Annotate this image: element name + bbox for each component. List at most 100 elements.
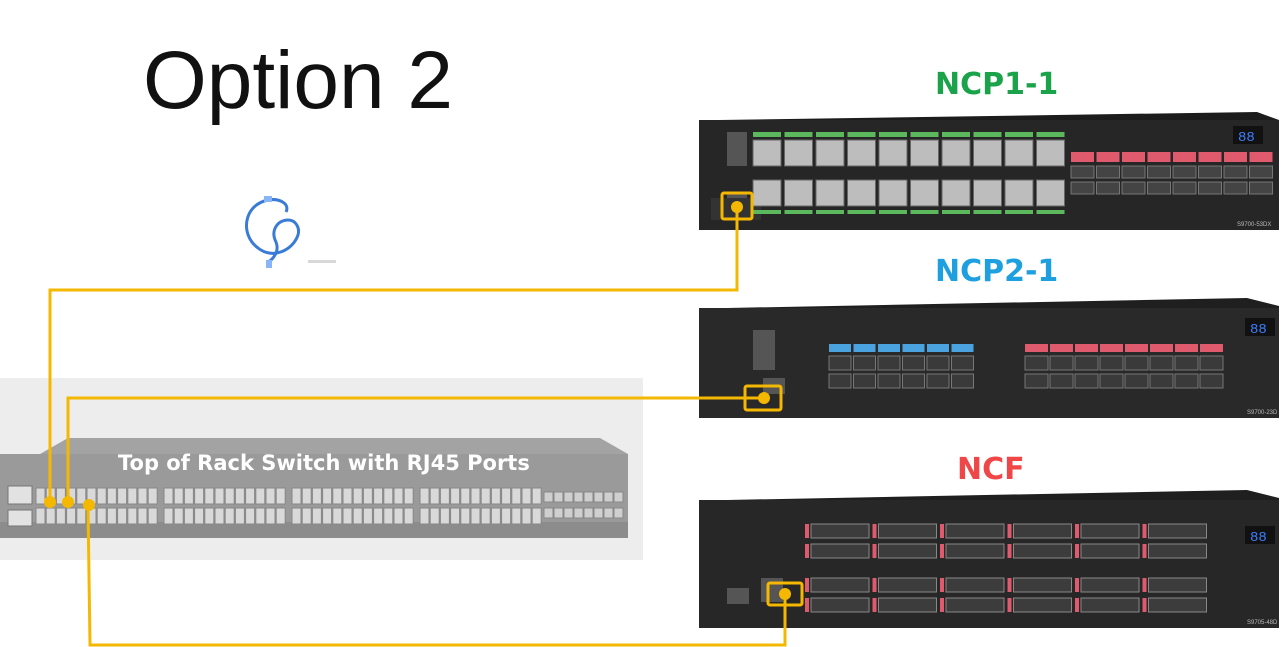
tor-rj45-port <box>311 507 322 525</box>
ncf-port-led <box>1007 544 1012 558</box>
ncp1-fabric-port <box>1147 181 1171 195</box>
tor-rj45-port <box>245 507 256 525</box>
cable-ncp2 <box>66 396 764 500</box>
tor-sfp-port <box>593 507 604 519</box>
ncp1-client-port <box>1036 139 1065 167</box>
tor-rj45-port <box>480 487 491 505</box>
tor-rj45-port <box>117 487 128 505</box>
tor-rj45-port <box>373 507 384 525</box>
tor-sfp-port <box>613 507 624 519</box>
ncp1-fabric-port <box>1198 181 1222 195</box>
ncf-fabric-port <box>1013 577 1072 593</box>
tor-sfp-port <box>573 491 584 503</box>
ncp1-client-port <box>973 179 1002 207</box>
ncf-port-led <box>872 524 877 538</box>
ncp1-fabric-led <box>1071 152 1094 162</box>
tor-rj45-port <box>480 507 491 525</box>
ncp1-port-led <box>1005 132 1033 137</box>
ncp2-client-led <box>902 344 925 352</box>
ncp2-fabric-led <box>1100 344 1123 352</box>
ncp1-fabric-port <box>1121 181 1146 195</box>
tor-rj45-port <box>183 507 194 525</box>
ncf-fabric-port <box>810 597 870 613</box>
ncp2-client-port <box>828 355 852 371</box>
ncp1-label: NCP1-1 <box>935 67 1059 102</box>
ncf-port-led <box>1142 524 1147 538</box>
ncp1-fabric-led <box>1198 152 1222 162</box>
ncp2-label: NCP2-1 <box>935 254 1059 289</box>
tor-sfp-port <box>603 491 614 503</box>
ncf-port-led <box>1075 598 1079 612</box>
ncp1-fabric-port <box>1147 165 1171 179</box>
ncf-port-led <box>1075 544 1079 558</box>
tor-rj45-port <box>511 507 522 525</box>
ncp1-client-port <box>973 139 1002 167</box>
ncf-fabric-port <box>810 543 870 559</box>
ncp1-model: S9700-53DX <box>1237 222 1271 228</box>
ncp2-fabric-led <box>1025 344 1048 352</box>
ncp1-fabric-led <box>1173 152 1196 162</box>
tor-port-dot-1 <box>44 496 56 508</box>
tor-rj45-port <box>342 487 353 505</box>
ncf-fabric-port <box>1148 523 1207 539</box>
ncp1-port-led <box>942 210 970 214</box>
ncp2-fabric-led <box>1175 344 1198 352</box>
ncf-fabric-port <box>878 597 937 613</box>
ncp1-client-port <box>752 139 782 167</box>
ncp1-port-led <box>816 210 844 214</box>
ncp1-fabric-port <box>1096 165 1120 179</box>
tor-rj45-port <box>419 487 430 505</box>
ncf-port-led <box>872 544 877 558</box>
ncf-fabric-port <box>810 523 870 539</box>
ncp1-fabric-port <box>1198 165 1222 179</box>
tor-sfp-port <box>553 507 564 519</box>
ncf-fabric-port <box>1013 543 1072 559</box>
tor-rj45-port <box>96 507 107 525</box>
tor-rj45-port <box>163 487 174 505</box>
tor-rj45-port <box>173 487 184 505</box>
ncp1-fabric-led <box>1224 152 1247 162</box>
tor-rj45-port <box>322 487 333 505</box>
tor-rj45-port <box>490 487 501 505</box>
ncp1-port-led <box>910 210 939 214</box>
ncp2-fabric-led <box>1075 344 1098 352</box>
cable-ncf <box>86 505 787 647</box>
tor-rj45-port <box>301 507 312 525</box>
ncf-port-led <box>872 578 877 592</box>
ncf-port-led <box>940 544 944 558</box>
ncp1-fabric-port <box>1223 181 1248 195</box>
tor-rj45-port <box>332 487 343 505</box>
ncp2-fabric-led <box>1150 344 1173 352</box>
tor-sfp-port <box>553 491 564 503</box>
ncp2-client-led <box>829 344 851 352</box>
ncp1-display <box>1233 126 1263 144</box>
ncf-fabric-port <box>1080 543 1140 559</box>
ncp1-port-led <box>816 132 844 137</box>
tor-sfp-port <box>543 491 554 503</box>
ncf-fabric-port <box>1080 597 1140 613</box>
ncp1-port-led <box>973 210 1002 214</box>
tor-rj45-port <box>531 507 542 525</box>
tor-rj45-port <box>275 507 286 525</box>
ncp2-fabric-port <box>1024 373 1049 389</box>
tor-sfp-port <box>593 491 604 503</box>
ncp1-fabric-port <box>1249 181 1273 195</box>
ncp2-client-port <box>877 373 901 389</box>
tor-sfp-port <box>583 507 594 519</box>
tor-rj45-port <box>393 507 404 525</box>
ncp1-port-led <box>910 132 939 137</box>
ncp2-fabric-port <box>1124 355 1149 371</box>
ncp2-client-port <box>951 355 974 371</box>
ncf-model: S9705-48D <box>1247 620 1278 626</box>
tor-sfp-port <box>603 507 614 519</box>
tor-rj45-port <box>383 487 394 505</box>
tor-rj45-port <box>163 507 174 525</box>
ncp2-client-led <box>927 344 949 352</box>
ncf-port-led <box>1142 598 1147 612</box>
ncf-port-led <box>805 598 809 612</box>
tor-rj45-port <box>383 507 394 525</box>
tor-rj45-port <box>183 487 194 505</box>
ncp1-fabric-port <box>1249 165 1273 179</box>
ethernet-cable-icon <box>245 196 336 268</box>
